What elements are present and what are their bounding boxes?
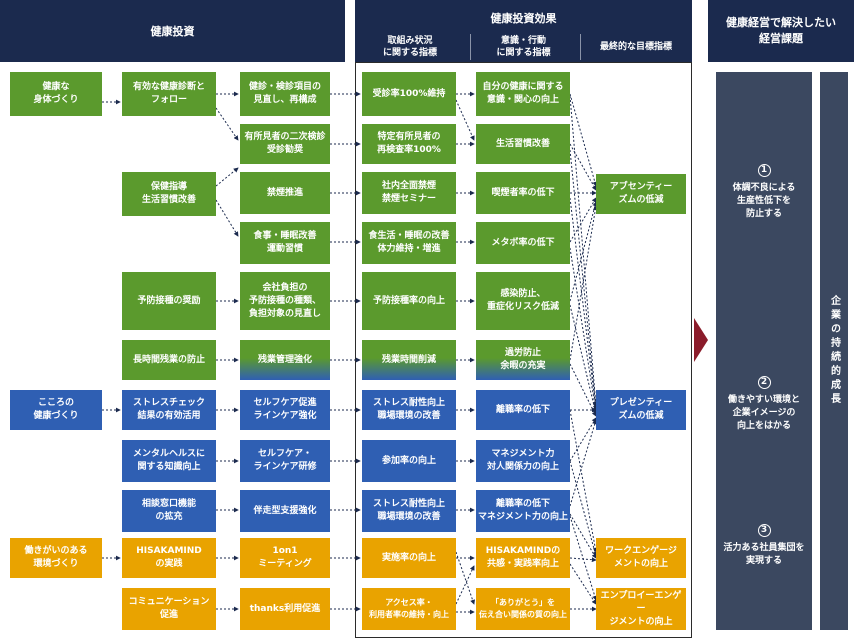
issue-1: 1 体調不良による 生産性低下を 防止する [716, 164, 812, 221]
awareness-health-interest: 自分の健康に関する 意識・関心の向上 [476, 72, 570, 116]
policy-lifestyle: 保健指導 生活習慣改善 [122, 172, 216, 216]
measure-no-smoking: 禁煙推進 [240, 172, 330, 214]
goal-text: 企業の持続的成長 [828, 295, 840, 407]
subheader-awareness: 意識・行動 に関する指標 [470, 34, 576, 60]
awareness-thanks: 「ありがとう」を 伝え合い関係の質の向上 [476, 588, 570, 630]
activity-stress-tolerance-1: ストレス耐性向上 職場環境の改善 [362, 390, 456, 430]
awareness-metabo-rate: メタボ率の低下 [476, 222, 570, 264]
measure-vaccination-cost: 会社負担の 予防接種の種類、 負担対象の見直し [240, 272, 330, 330]
subheader-activity: 取組み状況 に関する指標 [382, 36, 437, 58]
header-health-investment: 健康投資 [0, 0, 345, 62]
goal-column: 企業の持続的成長 [820, 72, 848, 630]
measure-training: セルフケア・ ラインケア研修 [240, 440, 330, 482]
activity-access-rate: アクセス率・ 利用者率の維持・向上 [362, 588, 456, 630]
measure-support: 伴走型支援強化 [240, 490, 330, 532]
final-work-engagement: ワークエンゲージ メントの向上 [596, 538, 686, 578]
activity-diet-fitness: 食生活・睡眠の改善 体力維持・増進 [362, 222, 456, 264]
measure-overtime-control: 残業管理強化 [240, 340, 330, 380]
activity-exam-rate: 受診率100%維持 [362, 72, 456, 116]
final-presenteeism: プレゼンティー ズムの低減 [596, 390, 686, 430]
category-body: 健康な 身体づくり [10, 72, 102, 116]
awareness-lifestyle: 生活習慣改善 [476, 124, 570, 164]
awareness-hisakamind: HISAKAMINDの 共感・実践率向上 [476, 538, 570, 578]
issue-text: 体調不良による 生産性低下を 防止する [732, 183, 796, 219]
measure-diet-sleep: 食事・睡眠改善 運動習慣 [240, 222, 330, 264]
activity-reexam-rate: 特定有所見者の 再検査率100% [362, 124, 456, 164]
awareness-infection: 感染防止、 重症化リスク低減 [476, 272, 570, 330]
measure-thanks: thanks利用促進 [240, 588, 330, 630]
activity-smoking-ban: 社内全面禁煙 禁煙セミナー [362, 172, 456, 214]
activity-vaccination-rate: 予防接種率の向上 [362, 272, 456, 330]
issue-number: 2 [757, 376, 771, 389]
category-environment: 働きがいのある 環境づくり [10, 538, 102, 578]
issues-column: 1 体調不良による 生産性低下を 防止する 2 働きやすい環境と 企業イメージの… [716, 72, 812, 630]
final-absenteeism: アブセンティー ズムの低減 [596, 174, 686, 214]
issue-text: 活力ある社員集団を 実現する [723, 543, 805, 566]
activity-overtime-reduction: 残業時間削減 [362, 340, 456, 380]
issue-3: 3 活力ある社員集団を 実現する [716, 524, 812, 568]
header-management-issues: 健康経営で解決したい 経営課題 [708, 0, 854, 62]
awareness-overwork: 過労防止 余暇の充実 [476, 340, 570, 380]
measure-selfcare: セルフケア促進 ラインケア強化 [240, 390, 330, 430]
awareness-turnover-2: 離職率の低下 マネジメント力の向上 [476, 490, 570, 532]
activity-stress-tolerance-2: ストレス耐性向上 職場環境の改善 [362, 490, 456, 532]
category-mind: こころの 健康づくり [10, 390, 102, 430]
subheader-final: 最終的な目標指標 [580, 34, 691, 60]
awareness-management: マネジメント力 対人関係力の向上 [476, 440, 570, 482]
final-employee-engagement: エンプロイーエンゲー ジメントの向上 [596, 588, 686, 630]
activity-participation: 参加率の向上 [362, 440, 456, 482]
awareness-smoker-rate: 喫煙者率の低下 [476, 172, 570, 214]
policy-checkup: 有効な健康診断と フォロー [122, 72, 216, 116]
policy-vaccination: 予防接種の奨励 [122, 272, 216, 330]
issue-text: 働きやすい環境と 企業イメージの 向上をはかる [727, 395, 800, 431]
header-investment-effect: 健康投資効果 [355, 0, 692, 62]
measure-1on1: 1on1 ミーティング [240, 538, 330, 578]
policy-communication: コミュニケーション 促進 [122, 588, 216, 630]
big-arrow [694, 318, 708, 362]
issue-number: 3 [757, 524, 771, 537]
policy-stresscheck: ストレスチェック 結果の有効活用 [122, 390, 216, 430]
measure-checkup-items: 健診・検診項目の 見直し、再構成 [240, 72, 330, 116]
policy-hisakamind: HISAKAMIND の実践 [122, 538, 216, 578]
issue-2: 2 働きやすい環境と 企業イメージの 向上をはかる [716, 376, 812, 433]
policy-mental-knowledge: メンタルヘルスに 関する知識向上 [122, 440, 216, 482]
policy-overtime: 長時間残業の防止 [122, 340, 216, 380]
activity-implementation: 実施率の向上 [362, 538, 456, 578]
policy-consultation: 相談窓口機能 の拡充 [122, 490, 216, 532]
issue-number: 1 [757, 164, 771, 177]
awareness-turnover-1: 離職率の低下 [476, 390, 570, 430]
measure-secondary-exam: 有所見者の二次検診 受診勧奨 [240, 124, 330, 164]
